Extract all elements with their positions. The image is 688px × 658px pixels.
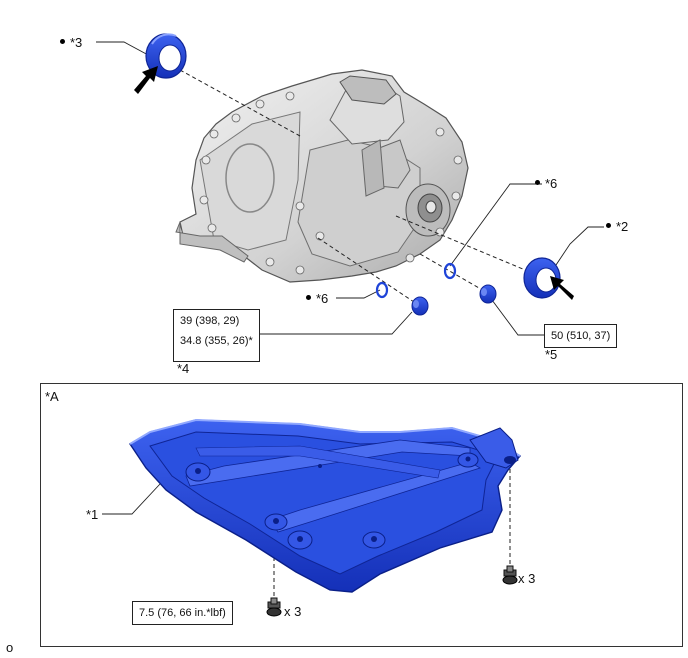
callout-6-left-text: *6 bbox=[316, 291, 329, 306]
torque-box-right: 50 (510, 37) bbox=[544, 324, 618, 348]
bullet-dot bbox=[60, 39, 65, 44]
bullet-dot bbox=[606, 223, 611, 228]
oil-seal-icon bbox=[523, 257, 561, 299]
o-ring-icon bbox=[443, 262, 457, 280]
torque-box-left: 39 (398, 29) 34.8 (355, 26)* bbox=[173, 309, 260, 362]
torque-left-line1: 39 (398, 29) bbox=[180, 315, 240, 327]
corner-mark: o bbox=[6, 640, 14, 655]
callout-2-text: *2 bbox=[616, 219, 629, 234]
bolt-icon bbox=[266, 597, 282, 617]
panel-a-label: *A bbox=[45, 389, 59, 404]
transaxle-housing bbox=[175, 69, 469, 283]
torque-box-bottom: 7.5 (76, 66 in.*lbf) bbox=[132, 601, 233, 625]
leader-lines bbox=[96, 41, 604, 515]
detail-panel-a bbox=[40, 383, 683, 647]
callout-1: *1 bbox=[86, 507, 99, 522]
black-arrow-icon bbox=[134, 66, 158, 94]
callout-2: *2 bbox=[606, 219, 628, 234]
bolt-qty-right: x 3 bbox=[518, 571, 536, 586]
callout-6-right: *6 bbox=[535, 176, 557, 191]
bullet-dot bbox=[535, 180, 540, 185]
under-cover-part bbox=[129, 418, 522, 593]
black-arrow-icon bbox=[550, 276, 574, 300]
callout-3-text: *3 bbox=[70, 35, 83, 50]
drain-plug-icon bbox=[479, 284, 497, 304]
callout-6-right-text: *6 bbox=[545, 176, 558, 191]
callout-4: *4 bbox=[177, 361, 190, 376]
o-ring-icon bbox=[375, 281, 389, 299]
bullet-dot bbox=[306, 295, 311, 300]
callout-6-left: *6 bbox=[306, 291, 328, 306]
installation-dashed-lines bbox=[179, 69, 531, 602]
callout-5: *5 bbox=[545, 347, 558, 362]
callout-3: *3 bbox=[60, 35, 82, 50]
bolt-qty-bottom: x 3 bbox=[284, 604, 302, 619]
drain-plug-icon bbox=[411, 296, 429, 316]
bolt-icon bbox=[502, 565, 518, 585]
torque-left-line2: 34.8 (355, 26)* bbox=[180, 335, 253, 347]
